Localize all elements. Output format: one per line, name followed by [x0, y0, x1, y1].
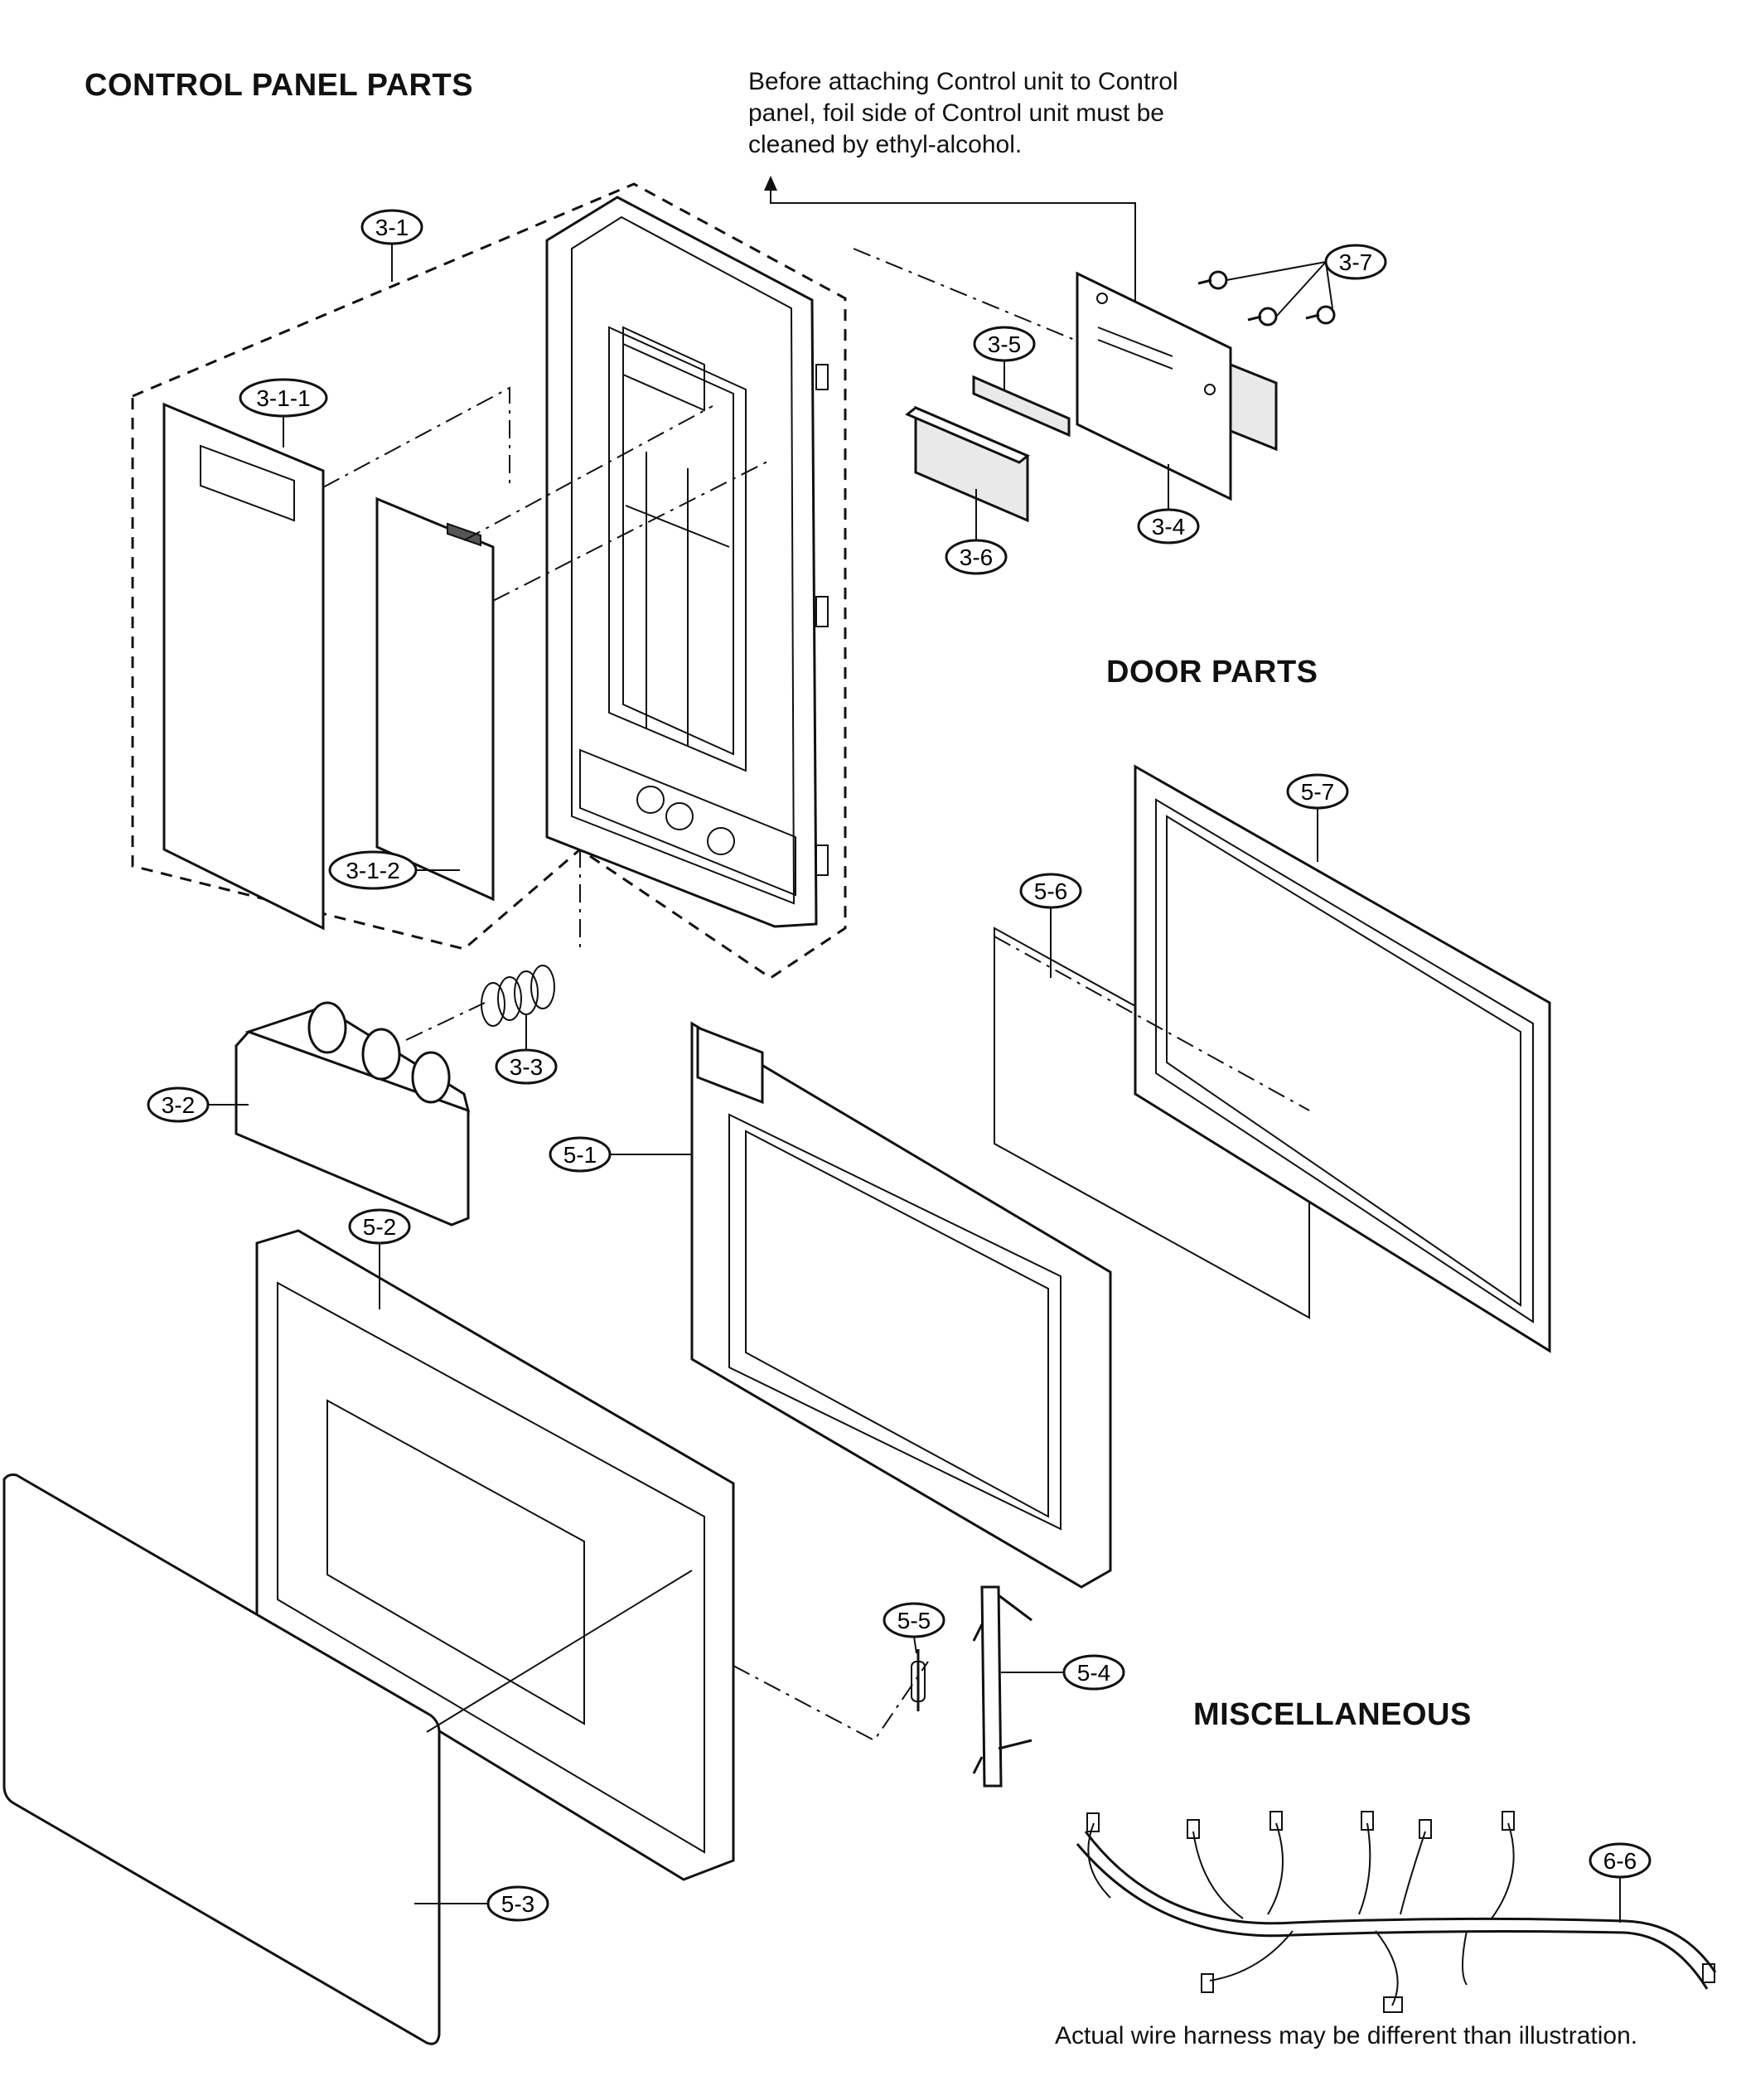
callout-3-4: 3-4 [1137, 464, 1200, 544]
door-parts-heading: DOOR PARTS [1106, 655, 1318, 690]
svg-text:3-6: 3-6 [960, 544, 993, 570]
callout-3-5: 3-5 [973, 326, 1036, 390]
part-3-1-2-sheet [375, 496, 495, 902]
part-5-3-door-cover [2, 1473, 693, 2045]
misc-heading: MISCELLANEOUS [1193, 1697, 1472, 1732]
svg-text:5-7: 5-7 [1301, 779, 1334, 805]
note-arrow [764, 176, 1136, 344]
part-3-5-strip [972, 375, 1071, 438]
part-3-6-block [905, 405, 1030, 523]
note-line-3: cleaned by ethyl-alcohol. [748, 131, 1023, 158]
svg-text:5-4: 5-4 [1077, 1660, 1110, 1686]
callout-5-2: 5-2 [348, 1208, 411, 1309]
svg-text:5-6: 5-6 [1034, 878, 1067, 904]
part-5-4-latch [972, 1585, 1033, 1788]
part-3-3-spring [405, 965, 555, 1041]
note-line-1: Before attaching Control unit to Control [748, 68, 1178, 95]
alignment-lines-door [733, 1661, 929, 1742]
callout-5-1: 5-1 [549, 1136, 692, 1173]
svg-text:3-1: 3-1 [375, 215, 409, 240]
callout-3-1-1: 3-1-1 [239, 378, 328, 448]
part-5-7-door-frame [994, 764, 1551, 1353]
part-3-2-buttons [235, 1001, 471, 1227]
svg-text:3-2: 3-2 [162, 1092, 195, 1118]
callout-3-6: 3-6 [945, 489, 1008, 575]
svg-text:3-1-2: 3-1-2 [346, 858, 399, 883]
svg-text:5-5: 5-5 [897, 1608, 931, 1633]
part-3-4-control-unit [1076, 271, 1278, 501]
callout-5-3: 5-3 [414, 1885, 549, 1922]
control-unit-note: Before attaching Control unit to Control… [748, 66, 1178, 161]
svg-text:3-7: 3-7 [1339, 249, 1372, 275]
callout-5-4: 5-4 [1001, 1654, 1125, 1691]
svg-text:5-3: 5-3 [501, 1891, 534, 1917]
svg-text:3-5: 3-5 [988, 331, 1021, 357]
callout-3-3: 3-3 [495, 1015, 558, 1085]
note-line-2: panel, foil side of Control unit must be [748, 99, 1164, 127]
part-6-6-wire-harness [1076, 1811, 1717, 2013]
callout-5-6: 5-6 [1019, 873, 1082, 978]
control-panel-heading: CONTROL PANEL PARTS [85, 68, 474, 103]
wire-harness-note: Actual wire harness may be different tha… [1055, 2022, 1638, 2049]
callout-3-1: 3-1 [360, 209, 423, 282]
svg-text:3-4: 3-4 [1152, 514, 1185, 540]
callout-5-5: 5-5 [883, 1602, 945, 1654]
svg-text:6-6: 6-6 [1603, 1848, 1637, 1874]
callout-3-2: 3-2 [147, 1086, 249, 1123]
svg-text:5-2: 5-2 [363, 1214, 396, 1240]
callout-5-7: 5-7 [1286, 773, 1349, 862]
part-3-1-1-sheet [162, 402, 325, 931]
callout-3-1-2: 3-1-2 [328, 850, 460, 890]
callout-6-6: 6-6 [1589, 1842, 1652, 1923]
callout-3-7: 3-7 [1226, 244, 1387, 317]
svg-text:5-1: 5-1 [563, 1142, 597, 1168]
svg-text:3-3: 3-3 [510, 1054, 543, 1080]
part-5-5-spring [911, 1649, 926, 1711]
part-3-1-frame [545, 196, 829, 928]
assembly-3-1-outline [131, 182, 847, 980]
svg-text:3-1-1: 3-1-1 [256, 385, 310, 411]
part-3-7-screws [1197, 270, 1336, 327]
part-5-1-door-frame [690, 1021, 1112, 1589]
